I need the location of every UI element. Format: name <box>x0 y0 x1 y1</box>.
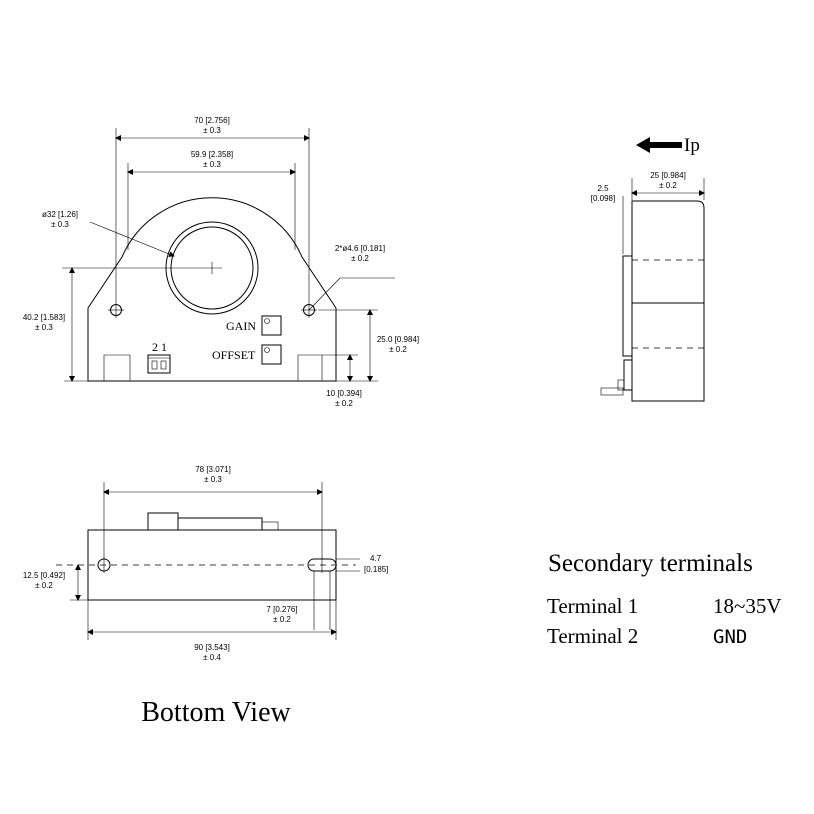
side-body-outline <box>631 200 705 402</box>
dim-total-length: 90 [3.543] <box>194 643 230 652</box>
gain-potentiometer <box>261 315 282 336</box>
dim-height: 40.2 [1.583] <box>23 313 65 322</box>
dim-hole-height: 25.0 [0.984] <box>377 335 419 344</box>
dim-center-height: 12.5 [0.492] <box>23 571 65 580</box>
terminal-table: Secondary terminals Terminal 1 18~35V Te… <box>547 550 782 648</box>
terminal-1-name: Terminal 1 <box>547 594 638 618</box>
dim-aperture: ø32 [1.26] <box>42 210 78 219</box>
svg-text:± 0.3: ± 0.3 <box>203 160 221 169</box>
offset-label: OFFSET <box>212 348 256 362</box>
svg-text:± 0.2: ± 0.2 <box>335 399 353 408</box>
dim-holes: 2*ø4.6 [0.181] <box>335 244 385 253</box>
svg-text:± 0.2: ± 0.2 <box>273 615 291 624</box>
svg-text:± 0.3: ± 0.3 <box>203 126 221 135</box>
svg-text:± 0.2: ± 0.2 <box>351 254 369 263</box>
dim-side-depth: 25 [0.984] <box>650 171 686 180</box>
front-view: GAIN OFFSET 2 1 70 [2.756] ± 0.3 59.9 [2… <box>23 116 419 408</box>
dim-inner-width: 59.9 [2.358] <box>191 150 233 159</box>
svg-text:± 0.2: ± 0.2 <box>389 345 407 354</box>
dim-foot: 10 [0.394] <box>326 389 362 398</box>
terminal-1-value: 18~35V <box>713 594 782 618</box>
left-foot-cutout <box>103 354 131 381</box>
svg-text:± 0.3: ± 0.3 <box>35 323 53 332</box>
dim-slot-width: 4.7 <box>370 554 382 563</box>
current-direction-arrow <box>636 137 682 153</box>
dim-outer-width: 70 [2.756] <box>194 116 230 125</box>
right-foot-cutout <box>297 354 323 381</box>
offset-potentiometer <box>261 344 282 365</box>
svg-text:± 0.2: ± 0.2 <box>659 181 677 190</box>
bottom-view-title: Bottom View <box>141 697 291 728</box>
terminal-2-name: Terminal 2 <box>547 624 638 648</box>
side-view: Ip 25 [0.984] ± 0.2 2.5 [0.098] <box>591 135 705 402</box>
side-pin-block <box>623 359 633 391</box>
connector-pin-numbers: 2 1 <box>152 340 167 354</box>
current-label: Ip <box>684 135 700 156</box>
svg-text:± 0.3: ± 0.3 <box>204 475 222 484</box>
bottom-connector-block <box>147 512 179 531</box>
dim-side-flange: 2.5 <box>597 184 609 193</box>
bottom-view: 78 [3.071] ± 0.3 4.7 [0.185] 12.5 [0.492… <box>23 465 389 728</box>
svg-text:± 0.3: ± 0.3 <box>51 220 69 229</box>
svg-text:± 0.4: ± 0.4 <box>203 653 221 662</box>
terminals-heading: Secondary terminals <box>548 550 753 577</box>
terminal-2-value: GND <box>713 626 747 648</box>
svg-text:[0.098]: [0.098] <box>591 194 615 203</box>
svg-text:[0.185]: [0.185] <box>364 565 388 574</box>
side-flange <box>622 255 633 357</box>
gain-label: GAIN <box>226 319 256 333</box>
svg-text:± 0.2: ± 0.2 <box>35 581 53 590</box>
dim-edge: 7 [0.276] <box>266 605 297 614</box>
dim-hole-spacing: 78 [3.071] <box>195 465 231 474</box>
secondary-connector <box>147 354 171 374</box>
